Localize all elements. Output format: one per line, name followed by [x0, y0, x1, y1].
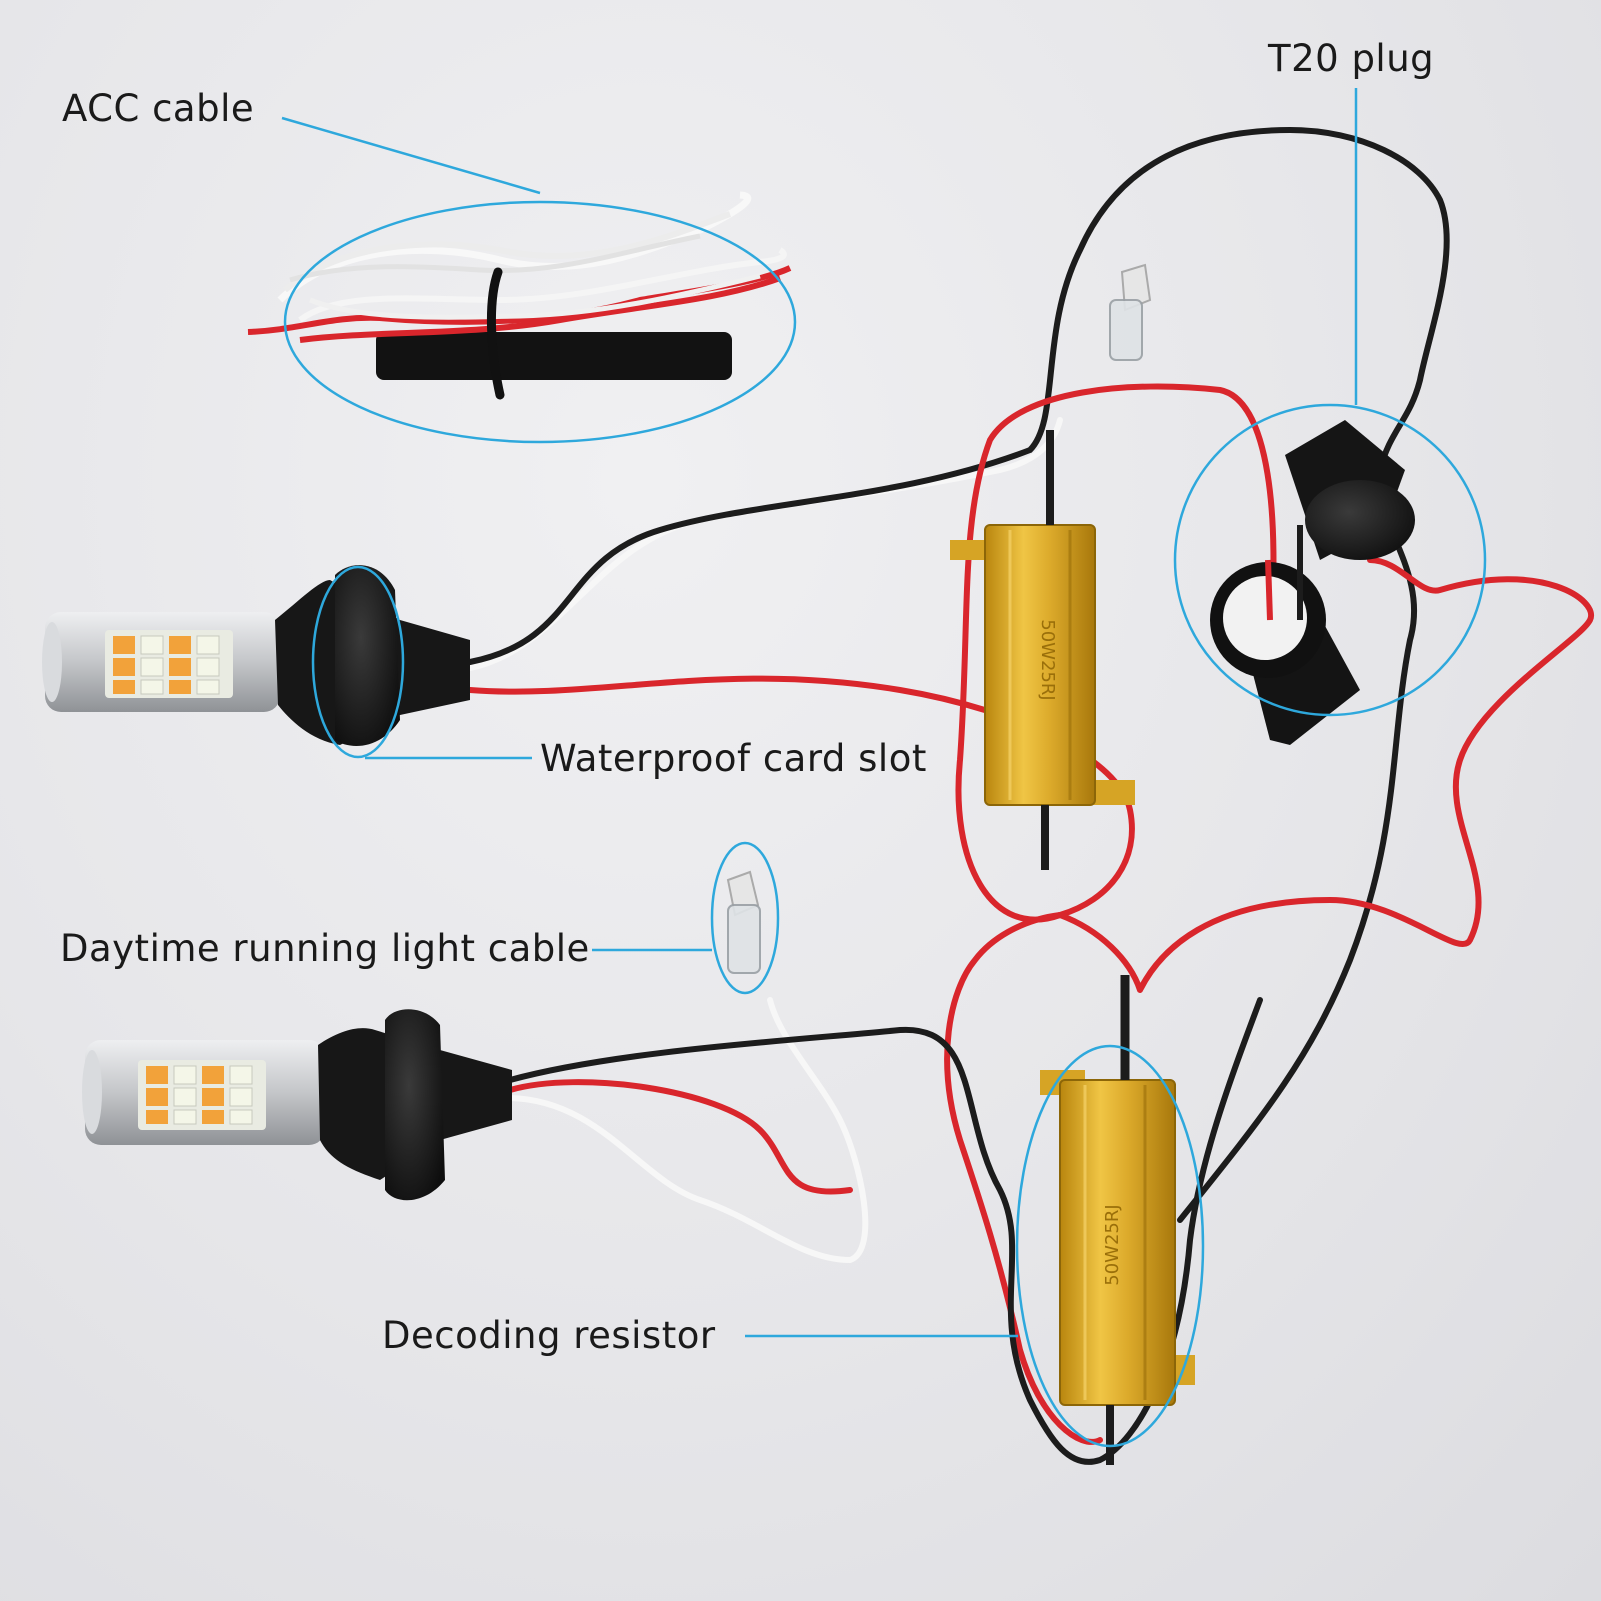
drl-cable-highlight: [710, 841, 780, 995]
t20-plug: [1210, 420, 1415, 745]
acc-cable-leader: [281, 116, 541, 195]
t20-plug-highlight: [1173, 403, 1487, 717]
acc-cable-highlight: [283, 200, 797, 444]
spade-connector-top: [1109, 263, 1152, 361]
acc-connector-housing: [376, 332, 732, 380]
decoding-resistor-top: 50W25RJ: [950, 430, 1135, 870]
daytime-running-light-cable-label: Daytime running light cable: [60, 927, 590, 970]
resistor-marking-top: 50W25RJ: [1037, 619, 1058, 700]
waterproof-slot-highlight: [311, 565, 405, 759]
callout-markers: [281, 88, 1487, 1448]
decoding-resistor-label: Decoding resistor: [382, 1314, 716, 1357]
acc-cable-bundle: [247, 191, 792, 400]
decoding-resistor-highlight: [1015, 1044, 1205, 1448]
led-bulb-bottom: [82, 1009, 512, 1201]
acc-cable-label: ACC cable: [62, 87, 255, 130]
led-chips-top: [113, 635, 220, 695]
waterproof-card-slot-label: Waterproof card slot: [540, 737, 927, 780]
t20-plug-label: T20 plug: [1268, 37, 1435, 80]
resistor-marking-bottom: 50W25RJ: [1102, 1204, 1123, 1285]
cable-tie: [486, 267, 505, 400]
decoding-resistor-bottom: 50W25RJ: [1040, 975, 1195, 1465]
spade-connector-drl: [726, 870, 761, 974]
wiring: [467, 126, 1595, 1465]
led-bulb-top: [42, 565, 470, 746]
led-chips-bottom: [146, 1065, 253, 1125]
